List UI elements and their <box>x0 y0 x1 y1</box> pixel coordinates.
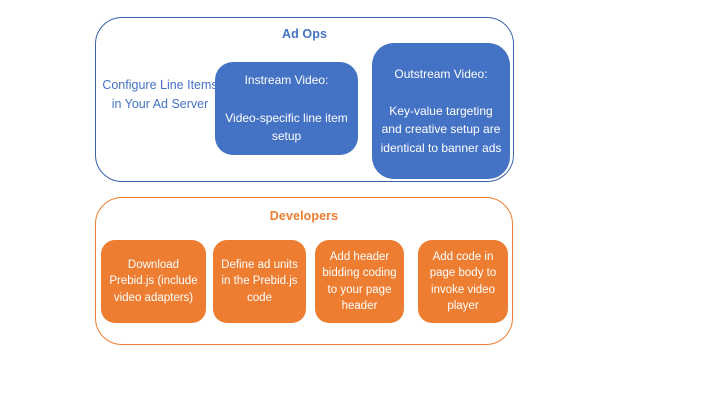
instream-video-box: Instream Video: Video-specific line item… <box>215 62 358 155</box>
developers-container: Developers Download Prebid.js (include v… <box>95 197 513 345</box>
define-ad-units-box: Define ad units in the Prebid.js code <box>213 240 306 323</box>
outstream-video-box: Outstream Video: Key-value targeting and… <box>372 43 510 179</box>
developers-title: Developers <box>269 209 339 223</box>
add-header-bidding-box: Add header bidding coding to your page h… <box>315 240 404 323</box>
download-prebid-box: Download Prebid.js (include video adapte… <box>101 240 206 323</box>
ad-ops-title: Ad Ops <box>281 27 328 41</box>
ad-ops-side-note: Configure Line Items in Your Ad Server <box>102 78 218 111</box>
add-page-body-code-box: Add code in page body to invoke video pl… <box>418 240 508 323</box>
ad-ops-container: Ad Ops Configure Line Items in Your Ad S… <box>95 17 514 182</box>
